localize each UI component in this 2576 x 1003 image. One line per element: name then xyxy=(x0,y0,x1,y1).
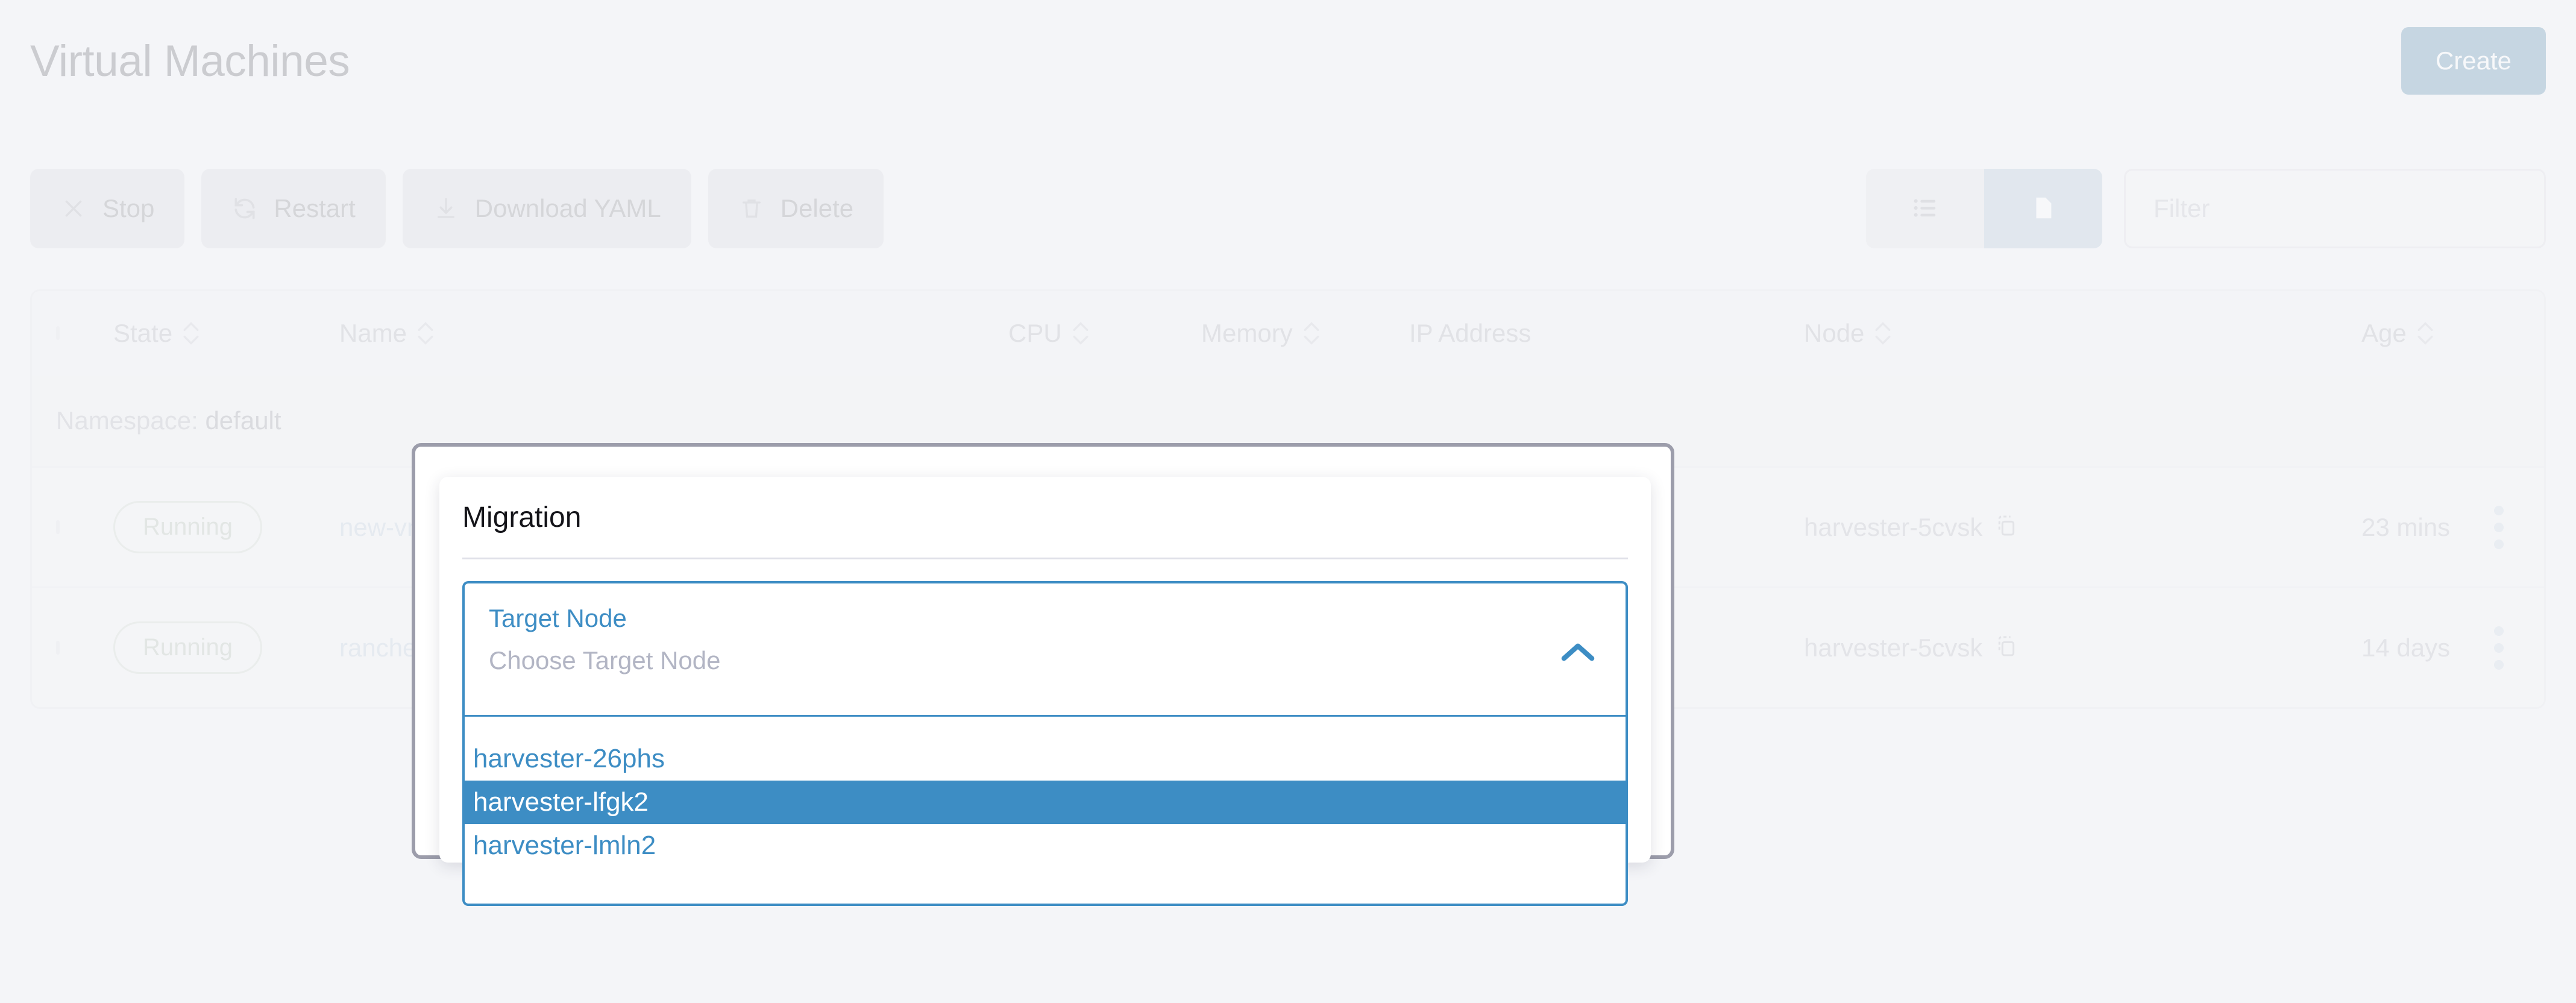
column-header-ip-address: IP Address xyxy=(1409,319,1531,348)
group-view-icon xyxy=(2029,194,2057,224)
node-value: harvester-5cvsk xyxy=(1804,512,1983,541)
sort-arrows-icon xyxy=(418,322,433,345)
list-view-button[interactable] xyxy=(1866,169,1984,248)
download-yaml-button-label: Download YAML xyxy=(474,194,661,222)
copy-icon[interactable] xyxy=(1994,634,2018,661)
sort-arrows-icon xyxy=(1875,322,1891,345)
vm-table: State Name CPU xyxy=(30,289,2546,709)
download-yaml-button[interactable]: Download YAML xyxy=(402,169,691,248)
action-toolbar: Stop Restart xyxy=(30,169,2546,248)
status-badge: Running xyxy=(113,501,263,553)
column-header-age-label: Age xyxy=(2361,319,2407,347)
group-view-button[interactable] xyxy=(1984,169,2102,248)
namespace-group-prefix: Namespace: xyxy=(56,406,198,435)
target-node-option[interactable]: harvester-lfgk2 xyxy=(465,780,1626,824)
node-value: harvester-5cvsk xyxy=(1804,633,1983,662)
target-node-select-control[interactable]: Target Node Choose Target Node xyxy=(462,581,1628,715)
age-value: 23 mins xyxy=(2361,512,2451,541)
column-header-cpu[interactable]: CPU xyxy=(1008,319,1089,348)
page-header: Virtual Machines Create xyxy=(30,27,2546,95)
toolbar-right-controls xyxy=(1866,169,2546,248)
row-actions-menu-icon[interactable] xyxy=(2494,505,2504,549)
column-header-ip-address-label: IP Address xyxy=(1409,319,1531,347)
row-actions-menu-icon[interactable] xyxy=(2494,626,2504,670)
column-header-cpu-label: CPU xyxy=(1008,319,1062,347)
column-header-memory[interactable]: Memory xyxy=(1201,319,1319,348)
sort-arrows-icon xyxy=(2417,322,2433,345)
list-view-icon xyxy=(1911,194,1939,224)
bulk-action-buttons: Stop Restart xyxy=(30,169,884,248)
node-cell: harvester-5cvsk xyxy=(1804,634,2018,662)
migration-modal: Migration Target Node Choose Target Node… xyxy=(412,443,1674,906)
restart-button[interactable]: Restart xyxy=(201,169,386,248)
column-header-node-label: Node xyxy=(1804,319,1865,347)
trash-icon xyxy=(738,195,765,222)
modal-divider xyxy=(462,558,1628,559)
age-value: 14 days xyxy=(2361,633,2451,662)
row-checkbox[interactable] xyxy=(56,520,60,534)
target-node-placeholder: Choose Target Node xyxy=(489,646,721,675)
sort-arrows-icon xyxy=(183,322,199,345)
view-mode-toggle xyxy=(1866,169,2102,248)
column-header-node[interactable]: Node xyxy=(1804,319,1891,348)
stop-button[interactable]: Stop xyxy=(30,169,185,248)
delete-button-label: Delete xyxy=(780,194,854,222)
namespace-group-value: default xyxy=(205,406,281,435)
restart-button-label: Restart xyxy=(274,194,356,222)
migration-modal-card: Migration Target Node Choose Target Node… xyxy=(439,477,1651,906)
delete-button[interactable]: Delete xyxy=(708,169,884,248)
table-header-row: State Name CPU xyxy=(32,291,2544,376)
column-header-state-label: State xyxy=(113,319,173,347)
target-node-label: Target Node xyxy=(489,604,627,632)
node-cell: harvester-5cvsk xyxy=(1804,513,2018,542)
refresh-icon xyxy=(231,195,258,222)
target-node-select: Target Node Choose Target Node harvester… xyxy=(462,581,1628,906)
target-node-option[interactable]: harvester-26phs xyxy=(473,744,665,773)
filter-input[interactable] xyxy=(2124,169,2546,248)
modal-title: Migration xyxy=(462,502,582,533)
namespace-group-label: Namespace: default xyxy=(56,406,281,435)
stop-button-label: Stop xyxy=(102,194,155,222)
column-header-state[interactable]: State xyxy=(113,319,199,348)
row-checkbox[interactable] xyxy=(56,640,60,655)
create-button[interactable]: Create xyxy=(2401,27,2546,95)
column-header-name[interactable]: Name xyxy=(339,319,433,348)
sort-arrows-icon xyxy=(1304,322,1319,345)
page-title: Virtual Machines xyxy=(30,36,350,86)
copy-icon[interactable] xyxy=(1994,514,2018,541)
vm-name-link[interactable]: rancher xyxy=(339,633,426,662)
column-header-name-label: Name xyxy=(339,319,407,347)
chevron-up-icon[interactable] xyxy=(1559,641,1597,663)
target-node-option[interactable]: harvester-lmln2 xyxy=(473,830,656,860)
select-all-checkbox[interactable] xyxy=(56,326,60,340)
column-header-memory-label: Memory xyxy=(1201,319,1293,347)
close-icon xyxy=(60,195,87,222)
sort-arrows-icon xyxy=(1073,322,1089,345)
download-icon xyxy=(433,195,459,222)
status-badge: Running xyxy=(113,621,263,674)
column-header-age[interactable]: Age xyxy=(2361,319,2433,348)
target-node-option-list: harvester-26phs harvester-lfgk2 harveste… xyxy=(462,715,1628,906)
